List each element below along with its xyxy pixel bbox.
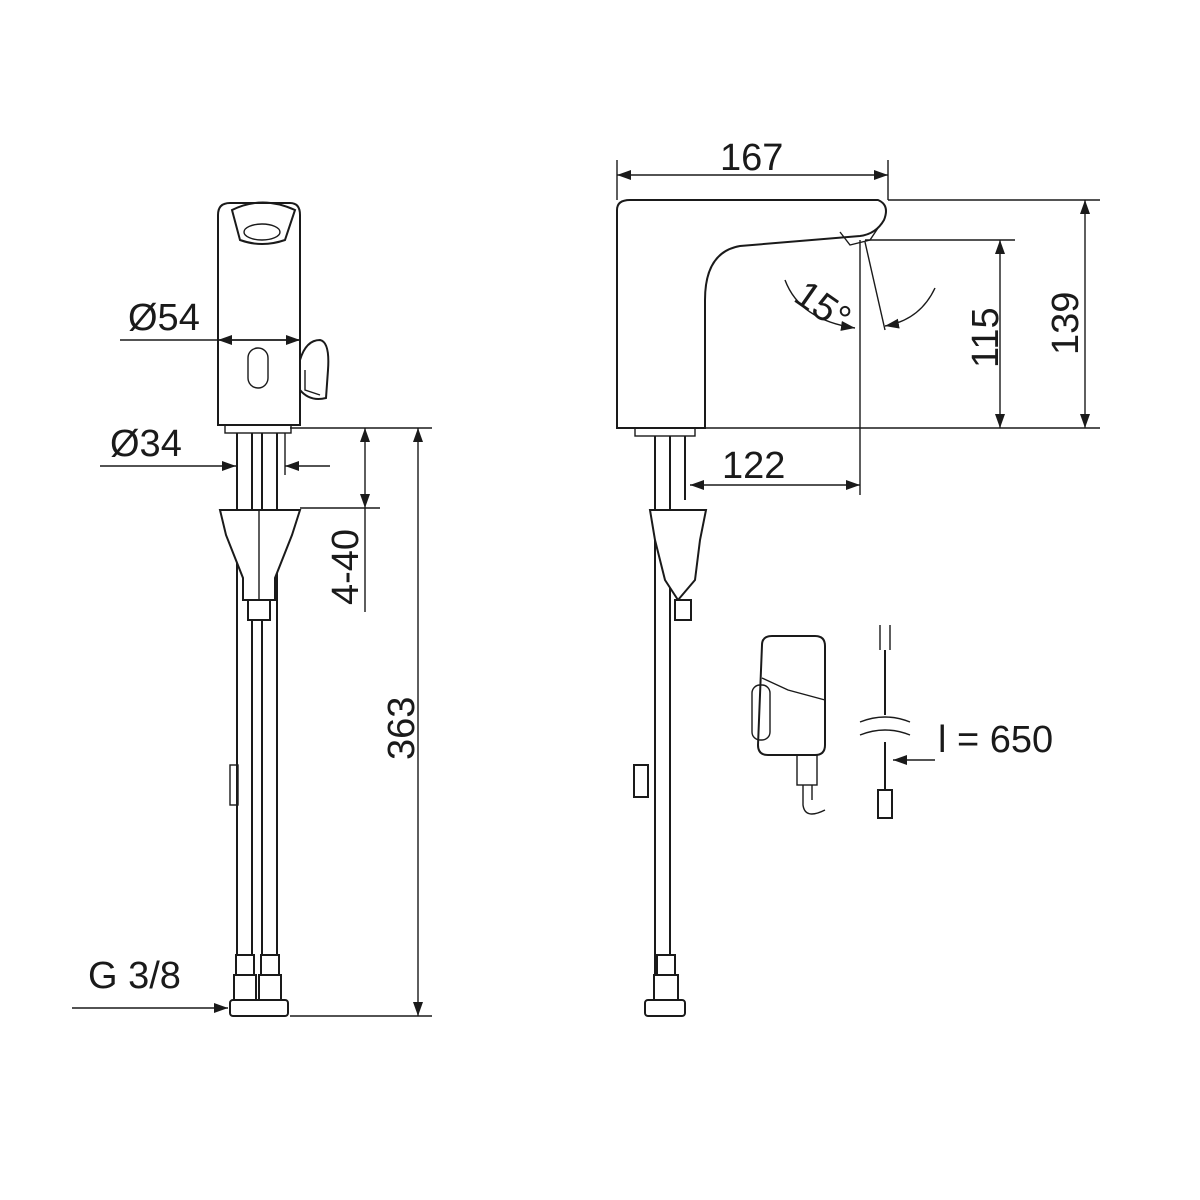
dim-diameter-pipe: Ø34 [110, 423, 182, 465]
angle-line [864, 241, 886, 331]
cable-connector [877, 789, 893, 819]
faucet-body-front [217, 202, 301, 426]
sensor-window [247, 347, 269, 389]
dim-total-height: 363 [381, 697, 423, 760]
mounting-bracket [218, 509, 302, 601]
front-view: Ø54 Ø34 4-40 363 G 3/8 [72, 201, 432, 1017]
cable-break-symbol [859, 716, 911, 736]
faucet-body-side [616, 199, 887, 429]
connection-nuts [644, 999, 686, 1017]
dim-spout-length: 167 [720, 137, 783, 179]
hose-fitting [656, 954, 676, 976]
hose-fitting [260, 954, 280, 976]
power-supply-edge [761, 677, 826, 701]
aerator-icon [230, 201, 297, 245]
cable-clip [229, 764, 239, 806]
mounting-nut [674, 599, 692, 621]
cable-clip [633, 764, 649, 798]
cable-wire-ends [879, 625, 891, 650]
angle-arc-arrow [884, 287, 936, 329]
hose-fitting [235, 954, 255, 976]
lever-detail [304, 370, 321, 396]
aerator-opening [243, 223, 281, 241]
dim-outlet-reach: 122 [722, 445, 785, 487]
dim-cable-length: l = 650 [938, 719, 1053, 761]
connection-nuts [229, 999, 289, 1017]
power-unit: l = 650 [751, 625, 1053, 819]
dim-total-height-side: 139 [1045, 292, 1087, 355]
mounting-bracket [648, 509, 708, 602]
power-supply-cable [802, 785, 826, 815]
power-supply-box [756, 635, 826, 756]
base-plate [224, 424, 292, 434]
base-plate [634, 427, 696, 437]
dim-connection-thread: G 3/8 [88, 955, 181, 997]
power-supply-plug [796, 754, 818, 786]
lever-handle [299, 338, 330, 400]
dim-diameter-body: Ø54 [128, 297, 200, 339]
side-view: 167 139 115 15° 122 [616, 137, 1100, 1017]
dim-deck-thickness: 4-40 [325, 529, 367, 605]
dim-outlet-angle: 15° [787, 273, 858, 340]
angle-arc-arrow [784, 279, 856, 331]
dim-outlet-height: 115 [965, 307, 1007, 368]
power-supply-clip [751, 684, 771, 741]
mounting-nut [247, 599, 271, 621]
